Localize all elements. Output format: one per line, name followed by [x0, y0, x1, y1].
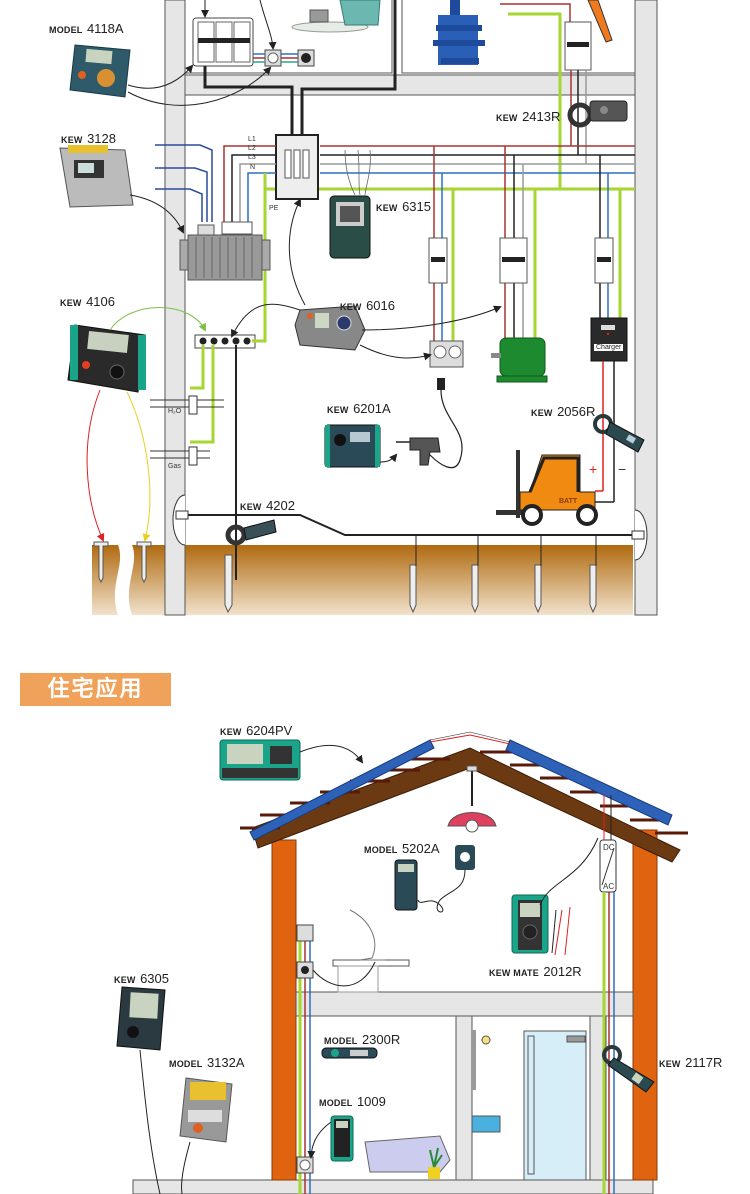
- test-lead-6204PV: [299, 744, 364, 764]
- instrument-2117R[interactable]: [602, 1045, 655, 1093]
- instrument-6315[interactable]: [329, 195, 371, 259]
- instrument-2413R[interactable]: [567, 100, 628, 128]
- pendant-lamp: [447, 812, 497, 827]
- instrument-3132A[interactable]: [179, 1077, 233, 1194]
- instrument-6201A[interactable]: [324, 424, 381, 468]
- instrument-2012R[interactable]: [511, 837, 599, 956]
- label-6305: KEW 6305: [114, 971, 169, 986]
- house-wall-right: [632, 829, 658, 1181]
- label-1009: MODEL 1009: [319, 1094, 386, 1109]
- bath-sink: [471, 1115, 501, 1133]
- section-title-residential: 住宅应用: [20, 673, 171, 706]
- label-6016: KEW 6016: [340, 298, 395, 313]
- industrial-building: [92, 0, 658, 616]
- charger-label: Charger: [594, 344, 624, 351]
- label-4202: KEW 4202: [240, 498, 295, 513]
- inverter-ac-label: AC: [603, 882, 615, 891]
- line-label-L3: L3: [248, 154, 256, 161]
- label-2413R: KEW 2413R: [496, 109, 561, 124]
- label-2300R: MODEL 2300R: [324, 1032, 401, 1047]
- wall-outlet: [429, 340, 464, 368]
- desk-lamp: [349, 909, 385, 961]
- foundation-earth-conductor: [185, 514, 635, 536]
- forklift: [496, 450, 598, 526]
- test-leads: [86, 0, 502, 542]
- socket-upper: [296, 924, 314, 942]
- instrument-6305[interactable]: [116, 986, 166, 1194]
- house-wall-left: [271, 839, 297, 1181]
- label-2012R: KEW MATE 2012R: [489, 964, 582, 979]
- line-label-L2: L2: [248, 145, 256, 152]
- instrument-3128[interactable]: [59, 145, 134, 208]
- label-4118A: MODEL 4118A: [49, 21, 124, 36]
- solar-panel-left: [249, 739, 435, 841]
- instrument-4118A[interactable]: [69, 44, 131, 98]
- laptop: [309, 9, 329, 23]
- voltage-tester: [587, 0, 613, 43]
- label-6204PV: KEW 6204PV: [220, 723, 293, 738]
- label-6201A: KEW 6201A: [327, 401, 391, 416]
- plug: [437, 378, 445, 390]
- electric-motor: [491, 337, 548, 383]
- pump: [433, 0, 485, 65]
- instrument-2056R[interactable]: [593, 414, 645, 453]
- instrument-4106[interactable]: [67, 324, 146, 393]
- line-label-PE: PE: [269, 205, 279, 212]
- earth-gap: [114, 545, 135, 615]
- label-2056R: KEW 2056R: [531, 404, 596, 419]
- instrument-1009[interactable]: [307, 1115, 354, 1162]
- inverter-dc-label: DC: [603, 843, 615, 852]
- label-3132A: MODEL 3132A: [169, 1055, 245, 1070]
- sofa: [364, 1135, 451, 1173]
- instrument-6204PV[interactable]: [219, 739, 301, 781]
- instrument-2300R[interactable]: [321, 1047, 378, 1059]
- right-wall: [634, 0, 658, 616]
- battery-charger: [590, 317, 628, 362]
- label-3128: KEW 3128: [61, 131, 116, 146]
- pipe-label-gas: Gas: [168, 463, 181, 470]
- shower-cabin: [523, 1030, 587, 1181]
- main-distribution-panel: [275, 134, 319, 200]
- floor-slab: [184, 74, 636, 96]
- label-6315: KEW 6315: [376, 199, 431, 214]
- power-drill: [409, 437, 441, 466]
- upper-breaker-panel: [192, 17, 254, 67]
- roof: [251, 747, 681, 863]
- line-label-L1: L1: [248, 136, 256, 143]
- pipe-label-water: H₂O: [168, 408, 182, 415]
- table: [332, 959, 410, 967]
- label-2117R: KEW 2117R: [659, 1055, 723, 1070]
- minus-sign: −: [618, 461, 627, 477]
- solar-panel-right: [505, 739, 673, 826]
- instrument-6016[interactable]: [294, 305, 366, 351]
- label-5202A: MODEL 5202A: [364, 841, 440, 856]
- ground-rods: [93, 541, 597, 614]
- line-label-N: N: [250, 164, 256, 171]
- instrument-5202A[interactable]: [394, 859, 418, 911]
- plus-sign: +: [589, 461, 598, 477]
- battery-label: BATT: [559, 498, 578, 505]
- plant-pot: [428, 1167, 440, 1179]
- label-4106: KEW 4106: [60, 294, 115, 309]
- residential-house: [132, 731, 688, 1194]
- office-worker: [339, 0, 381, 26]
- transformer: [179, 221, 271, 281]
- instrument-4202[interactable]: [225, 519, 277, 546]
